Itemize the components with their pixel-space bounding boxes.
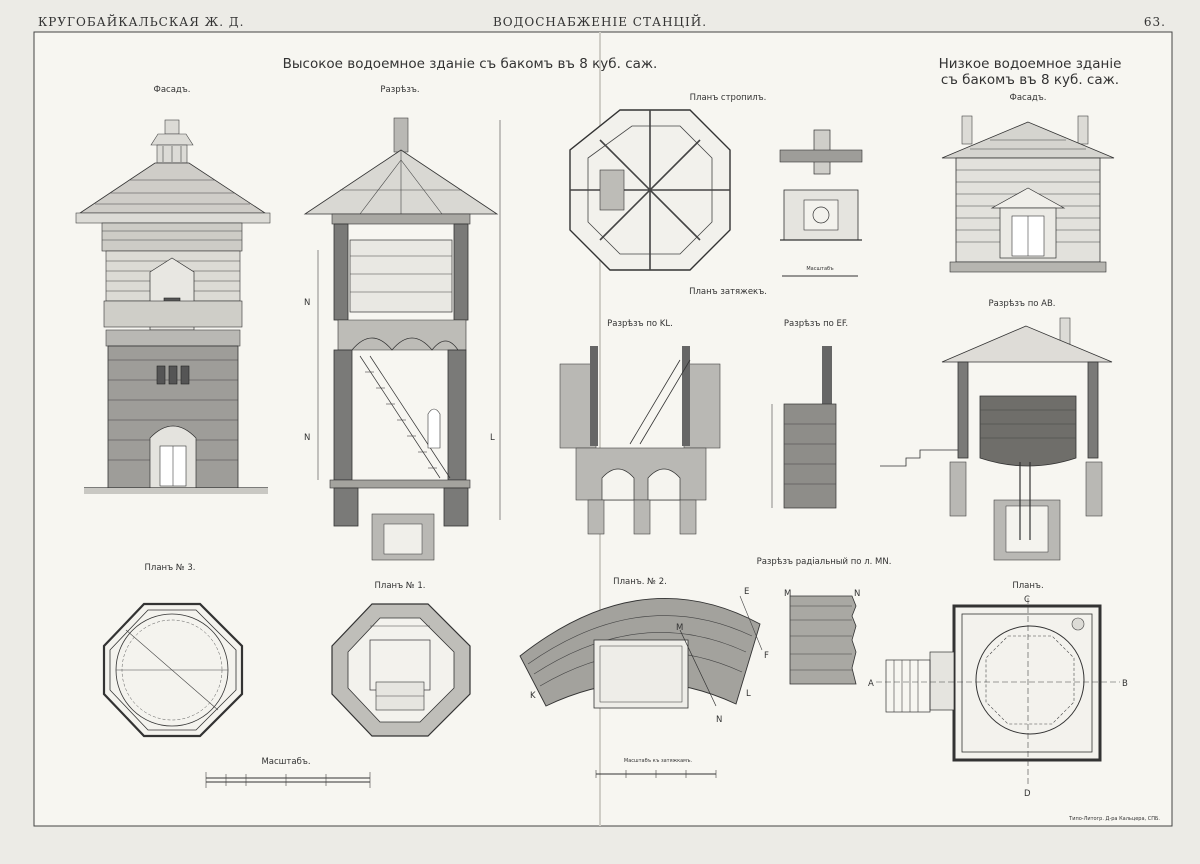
label-scale-small: Масштабъ <box>806 266 834 272</box>
label-section-mn: Разрѣзъ радіальный по л. MN. <box>757 557 892 567</box>
scale-main-bar <box>205 772 371 788</box>
label-section-ef: Разрѣзъ по EF. <box>784 319 848 329</box>
printer-credit: Типо-Литогр. Д-ра Кальцера, СПБ. <box>1068 816 1160 822</box>
plan3-drawing <box>102 602 244 738</box>
marker-b: B <box>1122 679 1128 689</box>
title-high-building: Высокое водоемное зданіе съ бакомъ въ 8 … <box>283 56 658 72</box>
title-low-building-line1: Низкое водоемное зданіе <box>939 56 1122 72</box>
low-building-facade-drawing <box>941 115 1115 273</box>
section-kl-drawing <box>559 346 721 535</box>
marker-a: A <box>868 679 874 689</box>
label-section-kl: Разрѣзъ по KL. <box>607 319 673 329</box>
plan1-drawing <box>331 603 471 737</box>
label-tie-plan: Планъ затяжекъ. <box>689 287 767 297</box>
label-section: Разрѣзъ. <box>380 85 419 95</box>
header-title: ВОДОСНАБЖЕНІЕ СТАНЦІЙ. <box>493 13 707 29</box>
label-plan2: Планъ. № 2. <box>613 577 667 587</box>
detail-pole-drawing <box>779 129 863 241</box>
label-rafter-plan: Планъ стропилъ. <box>690 93 767 103</box>
marker-e: E <box>744 587 749 597</box>
title-low-building-line2: съ бакомъ въ 8 куб. саж. <box>941 72 1119 88</box>
marker-n-plan2: N <box>716 715 722 725</box>
section-ef-drawing <box>771 346 837 509</box>
plan2-drawing <box>519 595 763 709</box>
marker-m: M <box>784 589 791 599</box>
marker-n-left-lower: N <box>304 433 310 443</box>
marker-n-left: N <box>304 298 310 308</box>
tower-section-drawing <box>303 117 501 561</box>
label-low-plan: Планъ. <box>1012 581 1043 591</box>
marker-m-plan2: M <box>676 623 683 633</box>
marker-c: C <box>1024 595 1030 605</box>
section-mn-drawing <box>789 595 857 685</box>
label-low-facade: Фасадъ. <box>1010 93 1047 103</box>
label-plan1: Планъ № 1. <box>375 581 426 591</box>
section-ab-drawing <box>880 317 1113 561</box>
label-scale-main: Масштабъ. <box>261 757 310 767</box>
marker-l-plan2: L <box>746 689 751 699</box>
marker-l-right: L <box>490 433 495 443</box>
label-plan3: Планъ № 3. <box>145 563 196 573</box>
header-railway-name: КРУГОБАЙКАЛЬСКАЯ Ж. Д. <box>38 13 244 29</box>
page-number: 63. <box>1144 15 1166 29</box>
tower-facade-drawing <box>75 119 271 494</box>
marker-f: F <box>764 651 769 661</box>
scale-ties-bar <box>595 770 717 778</box>
low-plan-drawing <box>876 598 1120 784</box>
label-section-ab: Разрѣзъ по АВ. <box>989 299 1056 309</box>
marker-d: D <box>1024 789 1031 799</box>
label-facade: Фасадъ. <box>154 85 191 95</box>
marker-n-mn: N <box>854 589 860 599</box>
label-scale-ties: Масштабъ къ затяжкамъ. <box>624 758 693 764</box>
marker-k: K <box>530 691 536 701</box>
rafter-plan-drawing <box>569 109 731 271</box>
